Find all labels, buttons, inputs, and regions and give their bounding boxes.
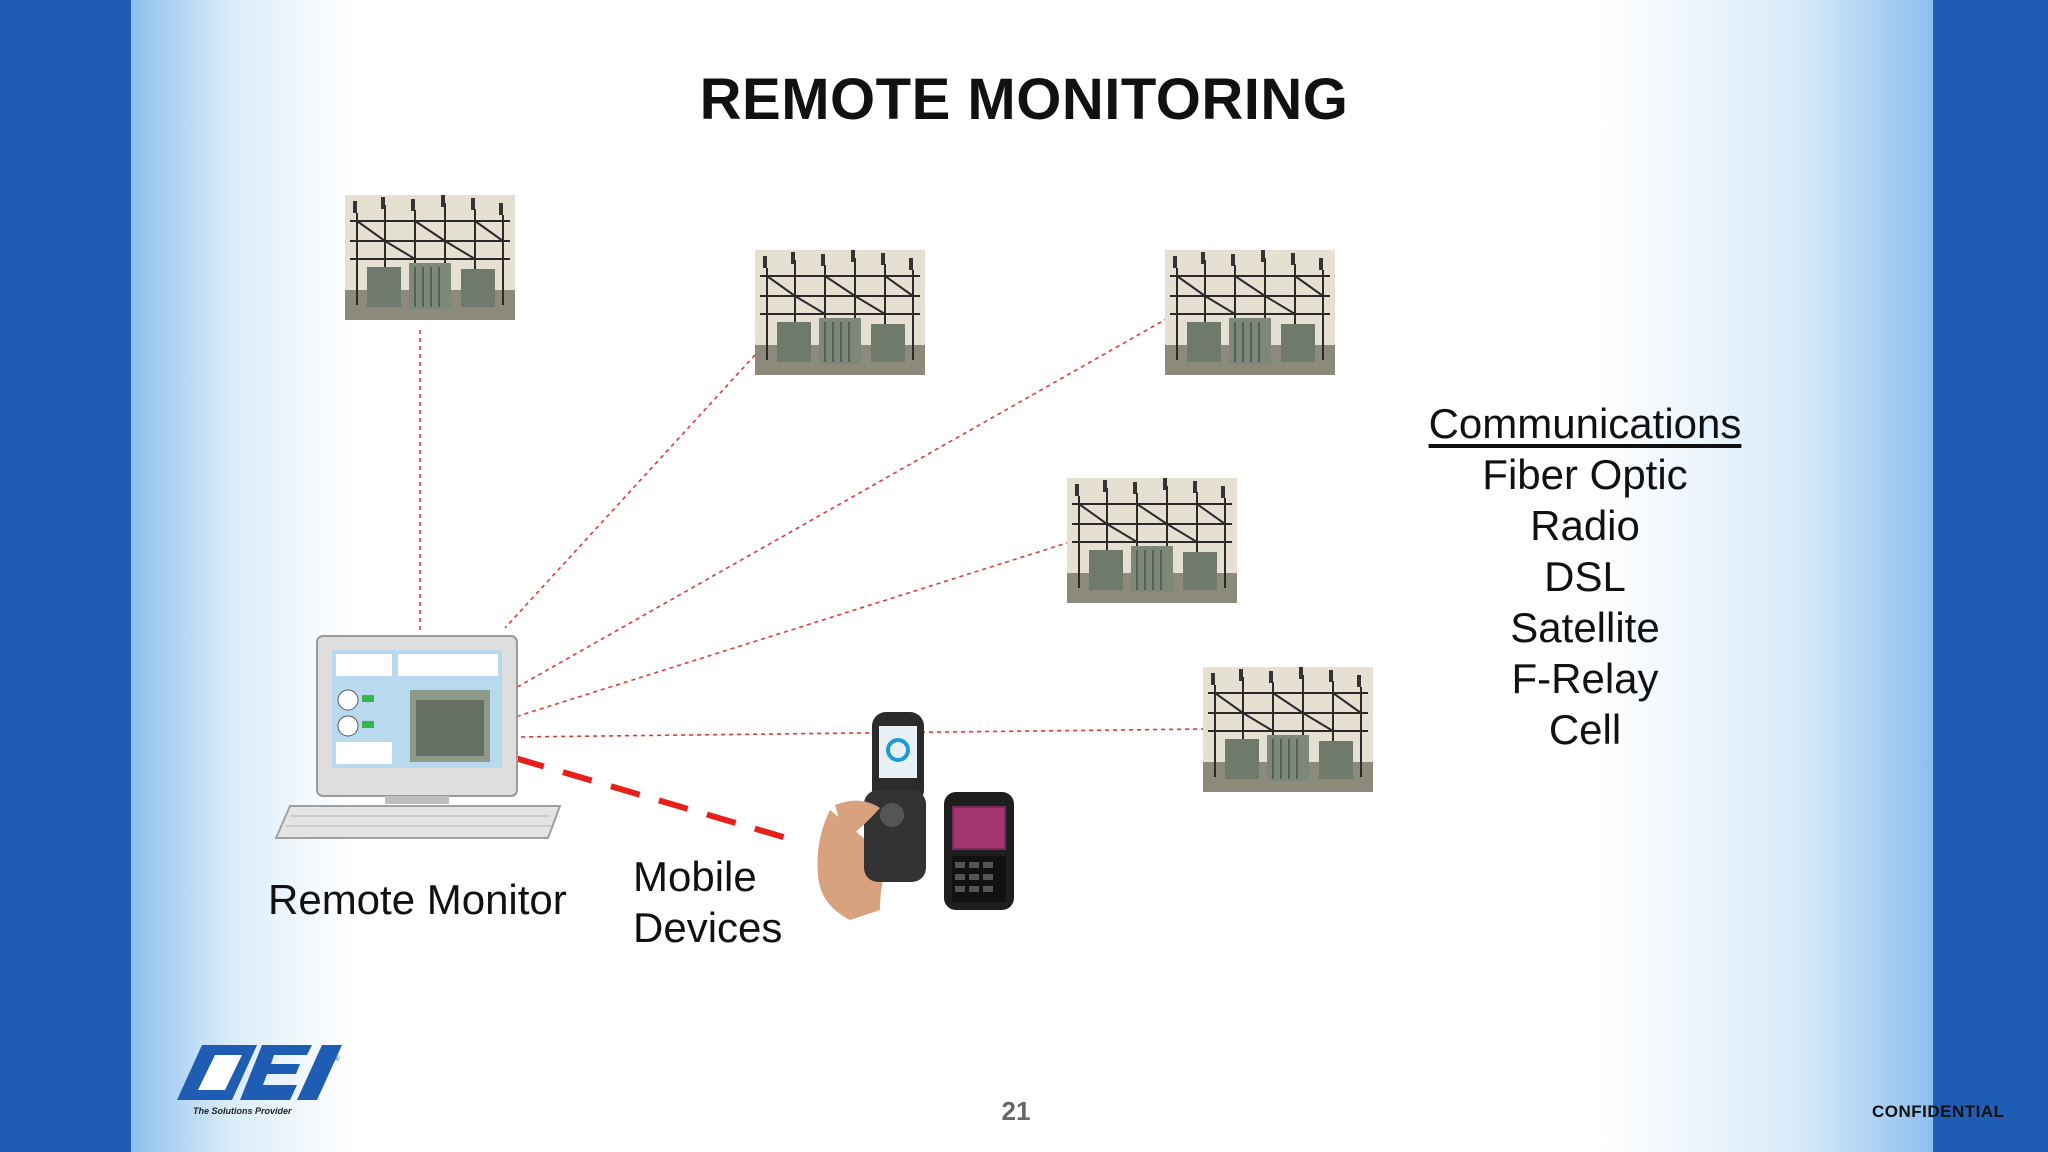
comm-method-radio: Radio bbox=[1530, 502, 1640, 549]
comm-method-f-relay: F-Relay bbox=[1511, 655, 1659, 702]
right-blue-bar bbox=[1933, 0, 2048, 1152]
substation-image-4 bbox=[1066, 477, 1238, 604]
registered-mark: ® bbox=[334, 1054, 340, 1063]
qei-logo: ® bbox=[177, 1045, 342, 1100]
logo-tagline: The Solutions Provider bbox=[193, 1106, 292, 1116]
comm-method-dsl: DSL bbox=[1544, 553, 1626, 600]
link-line-3 bbox=[511, 317, 1169, 691]
computer-monitor-icon bbox=[274, 635, 562, 839]
smartphone-icon bbox=[944, 792, 1014, 910]
left-glass-decoration bbox=[131, 0, 351, 1152]
substation-image-3 bbox=[1164, 249, 1336, 376]
page-title: REMOTE MONITORING bbox=[699, 67, 1349, 132]
communications-heading: Communications bbox=[1428, 400, 1742, 447]
right-glass-decoration bbox=[1600, 0, 1933, 1152]
substation-image-1 bbox=[344, 194, 516, 321]
confidential-label: CONFIDENTIAL bbox=[1872, 1102, 2005, 1121]
flip-phone-icon bbox=[817, 712, 926, 920]
comm-method-cell: Cell bbox=[1548, 706, 1622, 753]
comm-method-satellite: Satellite bbox=[1510, 604, 1660, 651]
link-line-2 bbox=[504, 354, 756, 629]
substation-image-5 bbox=[1202, 666, 1374, 793]
link-line-4 bbox=[511, 541, 1071, 719]
remote-monitor-label: Remote Monitor bbox=[268, 876, 567, 923]
left-blue-bar bbox=[0, 0, 131, 1152]
communications-list: Communications Fiber Optic Radio DSL Sat… bbox=[1410, 398, 1760, 755]
comm-method-fiber-optic: Fiber Optic bbox=[1482, 451, 1688, 498]
page-number: 21 bbox=[1001, 1096, 1031, 1126]
link-line-5 bbox=[514, 728, 1206, 738]
mobile-devices-label: Mobile Devices bbox=[633, 851, 782, 953]
substation-image-2 bbox=[754, 249, 926, 376]
mobile-devices-label-line-1: Mobile bbox=[633, 853, 757, 900]
mobile-devices-label-line-2: Devices bbox=[633, 904, 783, 951]
mobile-link-line bbox=[514, 755, 801, 845]
